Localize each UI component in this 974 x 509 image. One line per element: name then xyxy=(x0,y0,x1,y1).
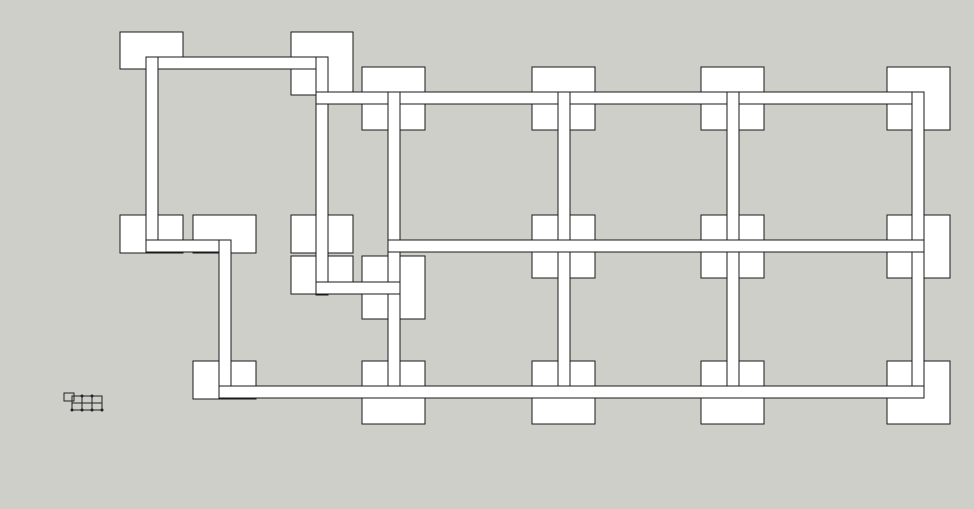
tie-beam[interactable] xyxy=(218,385,925,399)
grid-thumbnail-icon[interactable] xyxy=(62,391,108,413)
tie-beam[interactable] xyxy=(145,56,159,254)
tie-beam[interactable] xyxy=(315,281,401,295)
tie-beam[interactable] xyxy=(315,56,329,296)
tie-beam[interactable] xyxy=(387,239,925,253)
